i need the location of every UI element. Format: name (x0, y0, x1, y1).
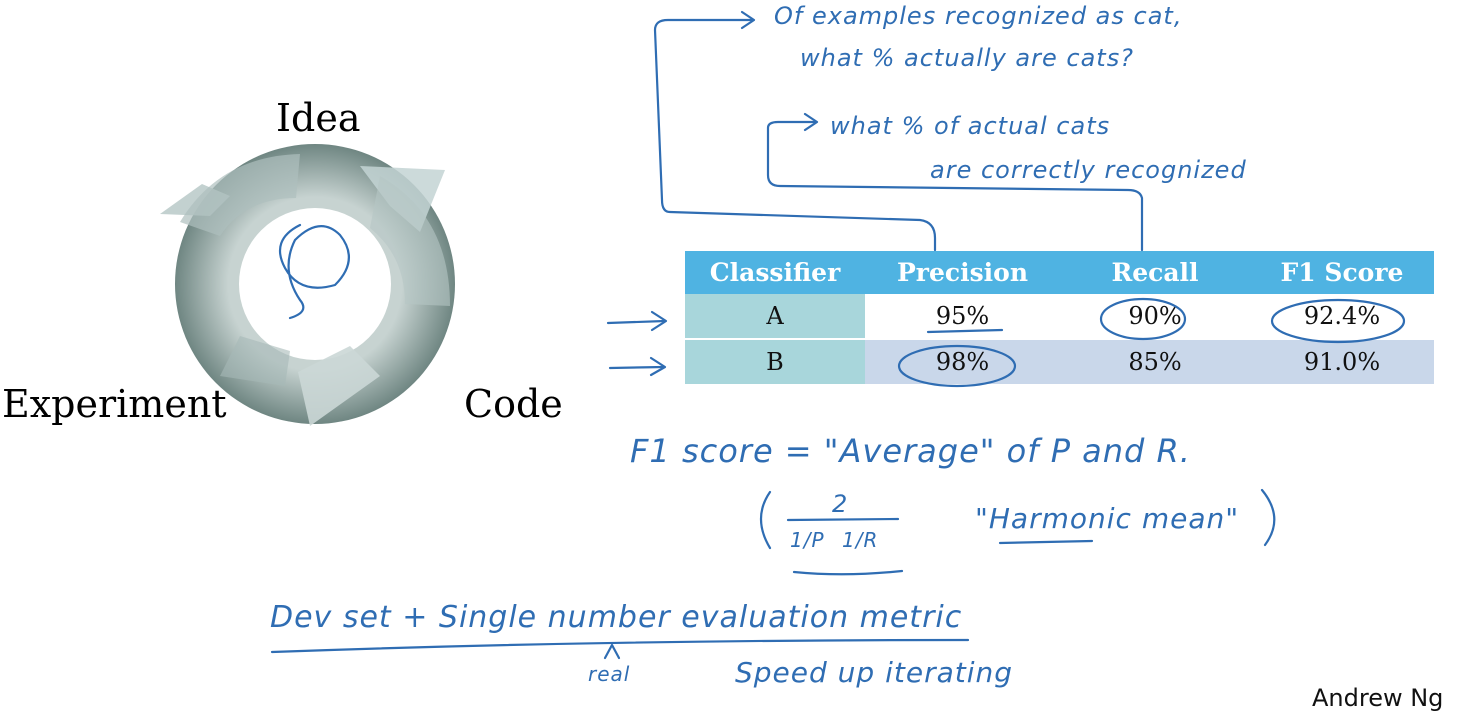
dev-set-underline (270, 638, 970, 654)
caret-mark (603, 643, 621, 660)
classifier-metrics-table: Classifier Precision Recall F1 Score A 9… (685, 251, 1434, 384)
idea-label: Idea (276, 96, 361, 140)
f1-definition-note: F1 score = "Average" of P and R. (630, 432, 1191, 470)
recall-bracket-line (766, 120, 1144, 252)
arrow-head (649, 356, 667, 377)
fraction-underline (792, 569, 904, 576)
header-f1-score: F1 Score (1250, 251, 1434, 294)
classifier-cell: B (685, 339, 865, 384)
fraction-term-p: 1/P (790, 528, 825, 552)
precision-note-line1: Of examples recognized as cat, (774, 2, 1183, 30)
harmonic-underline (998, 539, 1094, 545)
experiment-label: Experiment (2, 382, 227, 426)
code-label: Code (464, 382, 563, 426)
recall-cell: 90% (1060, 294, 1250, 340)
row-b-arrow (608, 365, 666, 370)
fraction-bracket-left (759, 490, 772, 550)
arrow-head (740, 10, 756, 30)
arrow-head (803, 112, 819, 132)
row-a-arrow (606, 319, 667, 325)
author-credit: Andrew Ng (1312, 684, 1444, 712)
f1-cell: 91.0% (1250, 339, 1434, 384)
header-classifier: Classifier (685, 251, 865, 294)
dev-set-metric-note: Dev set + Single number evaluation metri… (270, 600, 963, 635)
table-header-row: Classifier Precision Recall F1 Score (685, 251, 1434, 294)
header-recall: Recall (1060, 251, 1250, 294)
fraction-term-r: 1/R (842, 528, 879, 552)
harmonic-mean-note: "Harmonic mean" (975, 502, 1240, 535)
recall-note-line1: what % of actual cats (830, 112, 1111, 140)
fraction-numerator: 2 (832, 490, 849, 518)
arrow-head (650, 310, 668, 332)
precision-cell: 98% (865, 339, 1060, 384)
recall-cell: 85% (1060, 339, 1250, 384)
table-row: A 95% 90% 92.4% (685, 294, 1434, 340)
fraction-bracket-right (1260, 488, 1276, 547)
f1-cell: 92.4% (1250, 294, 1434, 340)
fraction-bar (786, 517, 900, 522)
classifier-cell: A (685, 294, 865, 340)
table-row: B 98% 85% 91.0% (685, 339, 1434, 384)
real-note: real (588, 662, 631, 686)
speed-up-note: Speed up iterating (735, 656, 1014, 689)
precision-note-line2: what % actually are cats? (800, 44, 1134, 72)
recall-note-line2: are correctly recognized (930, 156, 1247, 184)
header-precision: Precision (865, 251, 1060, 294)
precision-cell: 95% (865, 294, 1060, 340)
